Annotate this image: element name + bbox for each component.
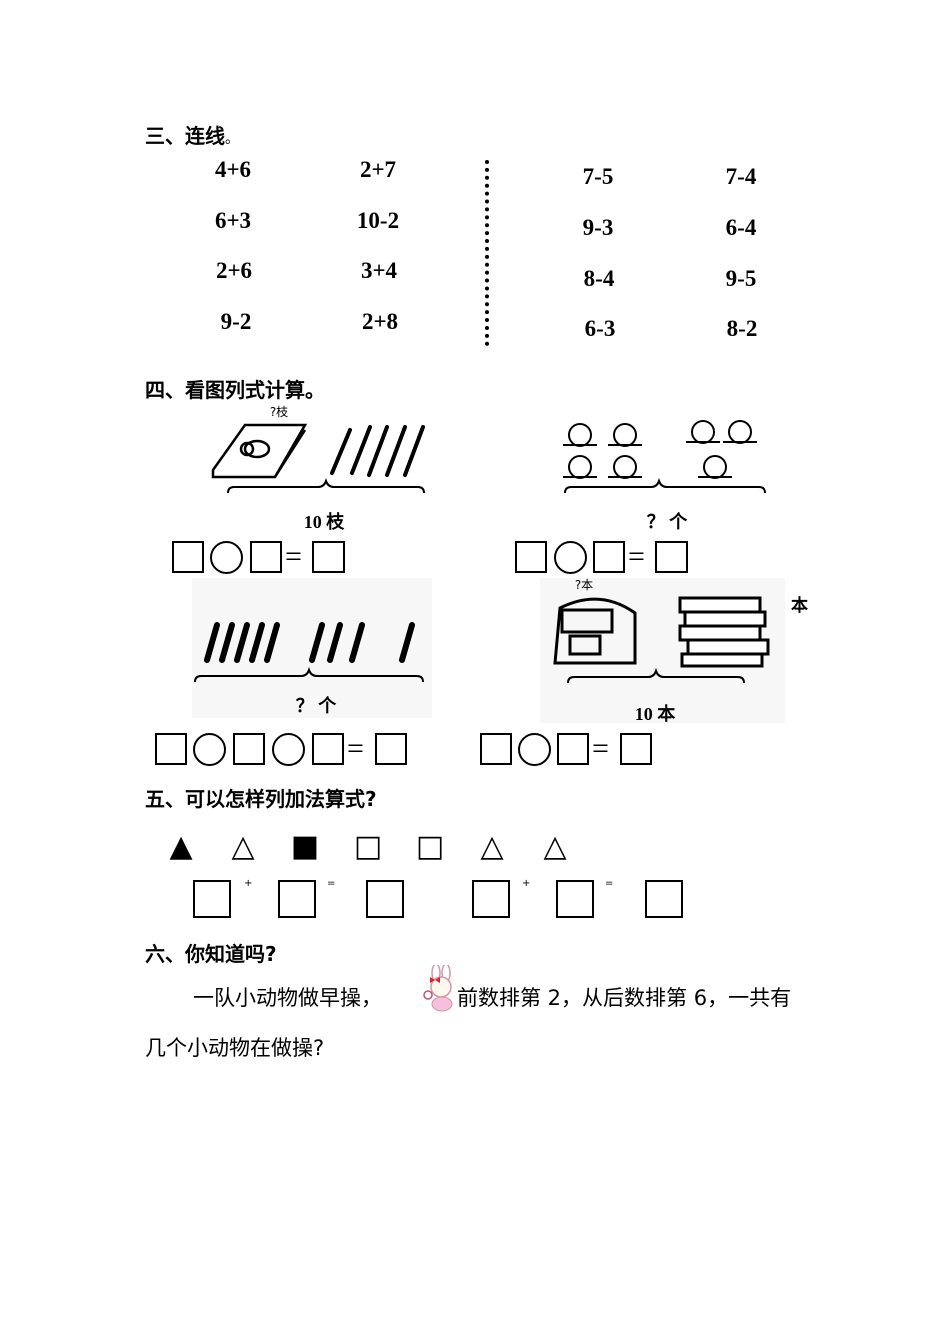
- operator-circle[interactable]: [210, 541, 243, 574]
- triangle-icon: △: [231, 829, 255, 864]
- expr[interactable]: 2+6: [215, 258, 253, 283]
- operator-circle[interactable]: [193, 733, 226, 766]
- section3-title: 三、连线。: [145, 120, 239, 149]
- book-icon: [211, 423, 308, 479]
- problem-text-line2: 几个小动物在做操?: [145, 1036, 325, 1060]
- expr[interactable]: 10-2: [356, 208, 400, 233]
- answer-box[interactable]: [593, 541, 625, 573]
- equals-sign: =: [628, 540, 645, 573]
- expr[interactable]: 8-4: [583, 266, 615, 291]
- equals-sign: =: [327, 878, 336, 889]
- stick-icons: [204, 622, 415, 663]
- expr[interactable]: 2+8: [361, 309, 399, 334]
- brace: [564, 477, 766, 494]
- section3-mark: 。: [225, 131, 239, 147]
- plus-sign: +: [522, 878, 531, 889]
- brace: [567, 667, 745, 684]
- expr[interactable]: 3+4: [360, 258, 398, 283]
- expr[interactable]: 2+7: [359, 157, 397, 182]
- triangle-icon: △: [480, 829, 504, 864]
- pencil-icons: [330, 425, 425, 477]
- section4-title: 四、看图列式计算。: [145, 378, 325, 402]
- answer-box[interactable]: [172, 541, 204, 573]
- expr[interactable]: 6-4: [725, 215, 757, 240]
- square-icon: □: [353, 829, 383, 864]
- filled-square-icon: ■: [290, 829, 320, 864]
- answer-box[interactable]: [193, 880, 231, 918]
- answer-box[interactable]: [472, 880, 510, 918]
- square-icon: □: [415, 829, 445, 864]
- problem-text-line1b: 前数排第 2，从后数排第 6，一共有: [457, 986, 792, 1010]
- answer-box[interactable]: [366, 880, 404, 918]
- section3-title-text: 三、连线: [145, 124, 225, 148]
- expr[interactable]: 9-2: [220, 309, 252, 334]
- operator-circle[interactable]: [554, 541, 587, 574]
- pic4-side-label: 本: [791, 596, 808, 616]
- answer-box[interactable]: [375, 733, 407, 765]
- expr[interactable]: 6-3: [584, 316, 616, 341]
- answer-box[interactable]: [557, 733, 589, 765]
- pic4-top-label: ?本: [574, 578, 594, 592]
- expr[interactable]: 8-2: [726, 316, 758, 341]
- operator-circle[interactable]: [518, 733, 551, 766]
- answer-box[interactable]: [250, 541, 282, 573]
- pic3-bottom-label: ？ 个: [295, 696, 337, 716]
- equals-sign: =: [347, 732, 364, 765]
- expr[interactable]: 6+3: [214, 208, 252, 233]
- answer-box[interactable]: [312, 541, 345, 573]
- answer-box[interactable]: [515, 541, 547, 573]
- answer-box[interactable]: [233, 733, 265, 765]
- answer-box[interactable]: [480, 733, 512, 765]
- peaches-picture: [563, 420, 766, 494]
- problem-text-line1a: 一队小动物做早操，: [193, 986, 382, 1010]
- plus-sign: +: [244, 878, 253, 889]
- answer-box[interactable]: [655, 541, 688, 573]
- operator-circle[interactable]: [272, 733, 305, 766]
- schoolbag-icon: [553, 597, 637, 665]
- answer-box[interactable]: [155, 733, 187, 765]
- expr[interactable]: 9-5: [725, 266, 757, 291]
- answer-box[interactable]: [620, 733, 652, 765]
- filled-triangle-icon: ▲: [169, 829, 193, 864]
- pic1-bottom-label: 10 枝: [303, 512, 345, 532]
- dotted-divider: [485, 160, 489, 346]
- section6-title: 六、你知道吗?: [145, 942, 277, 966]
- answer-box[interactable]: [278, 880, 316, 918]
- triangle-icon: △: [543, 829, 567, 864]
- pic1-top-label: ?枝: [269, 405, 289, 419]
- book-and-pencils-picture: [211, 423, 425, 494]
- pic2-bottom-label: ？ 个: [646, 512, 688, 532]
- peach-icons: [563, 420, 757, 479]
- equals-sign: =: [592, 732, 609, 765]
- expr[interactable]: 9-3: [582, 215, 614, 240]
- sticks-picture: [194, 622, 424, 683]
- section5-title: 五、可以怎样列加法算式?: [145, 787, 377, 811]
- brace: [194, 666, 424, 683]
- books-icon: [678, 596, 770, 668]
- expr[interactable]: 7-5: [582, 164, 614, 189]
- equals-sign: =: [605, 878, 614, 889]
- expr[interactable]: 7-4: [725, 164, 757, 189]
- pic4-bottom-label: 10 本: [634, 704, 676, 724]
- bag-and-books-picture: [553, 596, 770, 684]
- answer-box[interactable]: [312, 733, 344, 765]
- equals-sign: =: [285, 540, 302, 573]
- bunny-icon: [423, 965, 453, 1012]
- answer-box[interactable]: [556, 880, 594, 918]
- answer-box[interactable]: [645, 880, 683, 918]
- expr[interactable]: 4+6: [214, 157, 252, 182]
- brace: [227, 477, 425, 494]
- sticks-picture-bg: [192, 578, 432, 718]
